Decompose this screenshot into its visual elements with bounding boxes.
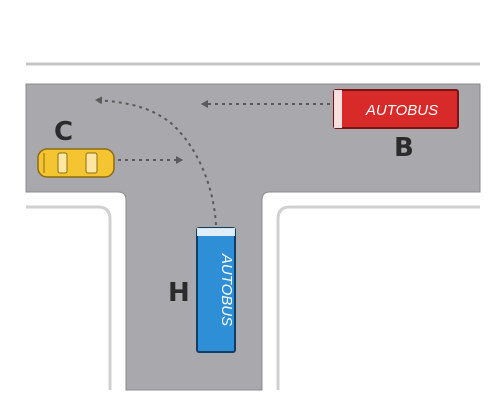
bus-h-text: AUTOBUS (218, 253, 235, 326)
path-bus-h (95, 96, 217, 226)
label-h: H (168, 278, 190, 308)
left-curb (26, 205, 112, 390)
car-c (37, 148, 115, 178)
bus-b-text: AUTOBUS (365, 102, 438, 119)
label-c: C (54, 117, 73, 147)
bus-h: AUTOBUS (196, 227, 236, 353)
bus-b: AUTOBUS (333, 89, 459, 129)
road-surface (25, 83, 481, 391)
label-b: B (394, 133, 414, 163)
right-curb (276, 205, 480, 390)
